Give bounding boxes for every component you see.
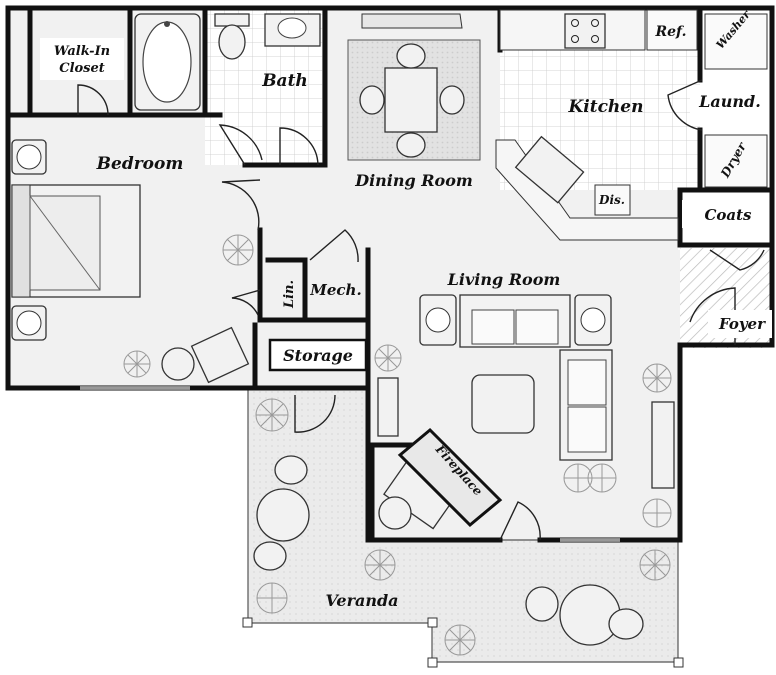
refrigerator-label: Ref. bbox=[655, 24, 687, 40]
coats-label: Coats bbox=[704, 206, 752, 224]
bath-label: Bath bbox=[261, 71, 308, 91]
linen-label: Lin. bbox=[282, 280, 297, 309]
mech-label: Mech. bbox=[309, 281, 361, 299]
bedroom-furniture bbox=[11, 139, 250, 390]
room-labels: Walk-In Closet Bath Bedroom Dining Room … bbox=[40, 7, 772, 610]
living-room-label: Living Room bbox=[447, 270, 561, 289]
kitchen-fixtures bbox=[495, 9, 768, 241]
dishwasher-label: Dis. bbox=[598, 193, 625, 207]
veranda-furniture bbox=[253, 455, 644, 646]
storage-label: Storage bbox=[283, 346, 353, 365]
walk-in-closet-label-bg bbox=[40, 38, 124, 80]
dining-furniture bbox=[347, 13, 481, 161]
plants bbox=[123, 234, 672, 656]
walk-in-closet-label-line2: Closet bbox=[59, 61, 105, 76]
storage-label-bg bbox=[268, 338, 368, 372]
bath-fixtures bbox=[134, 13, 321, 111]
walls bbox=[5, 5, 775, 543]
foyer-label-bg bbox=[708, 310, 772, 338]
living-furniture bbox=[377, 294, 675, 542]
laundry-label-bg bbox=[690, 88, 766, 114]
foyer-label: Foyer bbox=[718, 315, 766, 333]
coats-label-bg bbox=[682, 200, 768, 228]
veranda-label: Veranda bbox=[325, 591, 398, 610]
laundry-label: Laund. bbox=[698, 92, 761, 111]
dining-room-label: Dining Room bbox=[354, 171, 473, 190]
kitchen-label: Kitchen bbox=[568, 97, 644, 117]
door-swings bbox=[77, 79, 765, 541]
bedroom-label: Bedroom bbox=[96, 154, 184, 174]
walk-in-closet-label-line1: Walk-In bbox=[54, 44, 110, 59]
